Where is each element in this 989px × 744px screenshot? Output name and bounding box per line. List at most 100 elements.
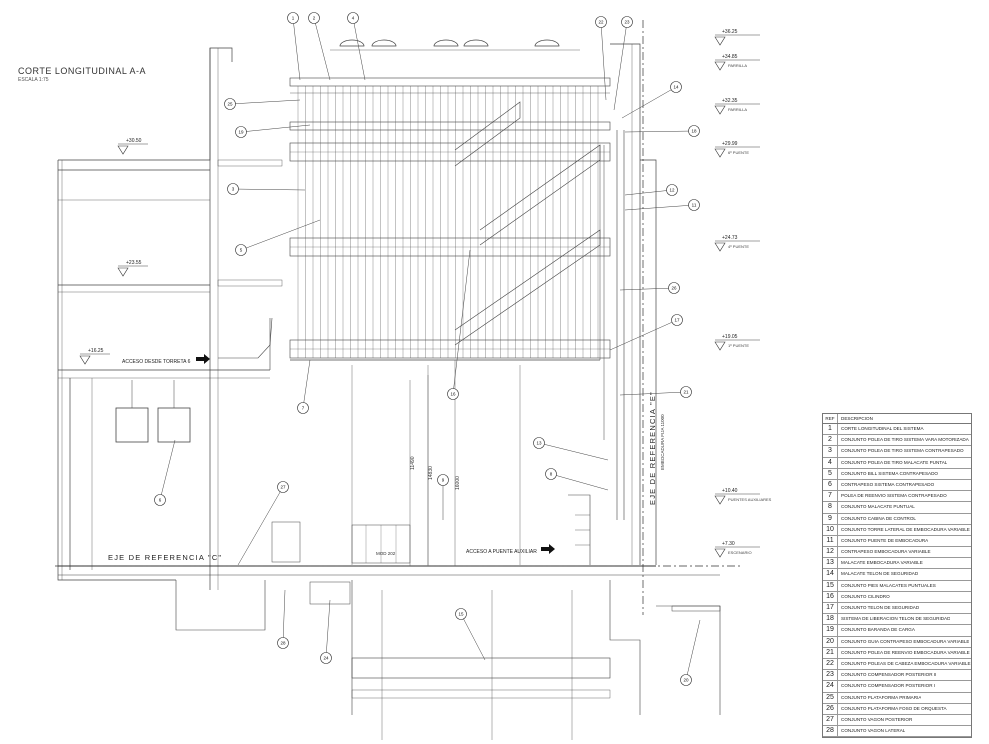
- legend-description: CONJUNTO PLATAFORMA FOSO DE ORQUESTA: [841, 705, 947, 711]
- callout-bubble: 24: [320, 599, 332, 664]
- level-marker: +23.55: [117, 260, 148, 277]
- svg-text:26: 26: [671, 286, 677, 291]
- callout-bubble: 4: [347, 12, 366, 81]
- legend-description: MALACATE TELON DE SEGURIDAD: [841, 571, 919, 577]
- legend-description: CONJUNTO COMPENSADOR POSTERIOR I: [841, 683, 936, 689]
- svg-text:16: 16: [450, 392, 456, 397]
- level-marker: +36.25: [714, 29, 760, 46]
- level-label: 4º PUENTE: [728, 244, 749, 249]
- level-label: PARRILLA: [728, 63, 747, 68]
- svg-text:12: 12: [669, 188, 675, 193]
- level-value: +10.40: [722, 488, 738, 494]
- legend-description: CONJUNTO TORRE LATERAL DE EMBOCADURA VAR…: [841, 526, 970, 532]
- callout-bubble: 20: [680, 619, 701, 686]
- callout-bubble: 6: [154, 439, 176, 506]
- callout-bubble: 15: [455, 608, 486, 661]
- legend-ref-number: 15: [823, 580, 838, 591]
- callout-bubble: 11: [624, 199, 700, 211]
- callout-bubble: 1: [287, 12, 301, 81]
- svg-text:8: 8: [550, 472, 553, 477]
- drawing-title: CORTE LONGITUDINAL A-A: [18, 66, 147, 76]
- level-value: +24.73: [722, 235, 738, 241]
- legend-description: CONJUNTO POLEA DE TIRO MALACATE PUNTAL: [841, 459, 948, 465]
- legend-description: CONJUNTO PUENTE DE EMBOCADURA: [841, 537, 929, 543]
- level-marker: +19.05 1º PUENTE: [714, 334, 760, 351]
- callout-bubble: 28: [277, 589, 289, 649]
- level-marker: +30.50: [117, 138, 148, 155]
- callout-bubble: 7: [297, 359, 311, 414]
- legend-ref-number: 17: [823, 603, 838, 614]
- legend-description: CONJUNTO VAGON POSTERIOR: [841, 716, 913, 722]
- callout-bubble: 21: [619, 386, 692, 398]
- svg-text:27: 27: [280, 485, 286, 490]
- svg-text:4: 4: [352, 16, 355, 21]
- legend-ref-number: 14: [823, 569, 838, 580]
- legend-description: CONJUNTO CILINDRO: [841, 593, 890, 599]
- svg-text:28: 28: [280, 641, 286, 646]
- legend-ref-number: 16: [823, 591, 838, 602]
- level-label: 1º PUENTE: [728, 343, 749, 348]
- access-turret-label: ACCESO DESDE TORRETA 6: [122, 359, 191, 365]
- callout-bubble: 12: [624, 184, 678, 196]
- axis-e-label: EJE DE REFERENCIA "E": [648, 391, 657, 505]
- svg-text:13: 13: [536, 441, 542, 446]
- legend-ref-number: 22: [823, 658, 838, 670]
- legend-ref-number: 25: [823, 692, 838, 703]
- callout-bubble: 16: [447, 249, 471, 400]
- svg-text:25: 25: [227, 102, 233, 107]
- level-value: +30.50: [126, 138, 142, 144]
- access-bridge-label: ACCESO A PUENTE AUXILIAR: [466, 549, 537, 555]
- legend-ref-number: 10: [823, 524, 838, 535]
- box-label: MOD 202: [376, 551, 396, 556]
- legend-description: CONTRAPESO SISTEMA CONTRAPESADO: [841, 481, 935, 487]
- legend-description: POLEA DE REENVIO SISTEMA CONTRAPESADO: [841, 493, 947, 499]
- level-label: PUENTES AUXILIARES: [728, 497, 772, 502]
- svg-text:22: 22: [598, 20, 604, 25]
- arrow-right-icon: [196, 354, 210, 364]
- legend-ref-number: 1: [823, 424, 838, 435]
- svg-text:14: 14: [673, 85, 679, 90]
- callout-bubble: 14: [621, 81, 682, 119]
- legend-description: CONJUNTO BILL SISTEMA CONTRAPESADO: [841, 470, 938, 476]
- legend-description: CONJUNTO POLEA DE TIRO SISTEMA VARA MOTO…: [841, 437, 969, 443]
- legend-header-ref: REF: [823, 414, 838, 423]
- legend-ref-number: 11: [823, 535, 838, 547]
- level-value: +34.85: [722, 54, 738, 60]
- drawing-scale: ESCALA 1:75: [18, 77, 49, 83]
- legend-ref-number: 5: [823, 468, 838, 479]
- level-label: ESCENARIO: [728, 550, 752, 555]
- svg-text:23: 23: [624, 20, 630, 25]
- legend-ref-number: 7: [823, 491, 838, 502]
- svg-text:18: 18: [691, 129, 697, 134]
- legend-ref-number: 20: [823, 636, 838, 647]
- svg-text:20: 20: [683, 678, 689, 683]
- legend-ref-number: 26: [823, 703, 838, 714]
- legend-description: CONJUNTO POLEAS DE CABEZA EMBOCADURA VAR…: [841, 660, 971, 666]
- svg-text:17: 17: [674, 318, 680, 323]
- level-value: +19.05: [722, 334, 738, 340]
- level-value: +7.30: [722, 541, 735, 547]
- svg-text:5: 5: [240, 248, 243, 253]
- svg-text:6: 6: [159, 498, 162, 503]
- level-value: +29.99: [722, 141, 738, 147]
